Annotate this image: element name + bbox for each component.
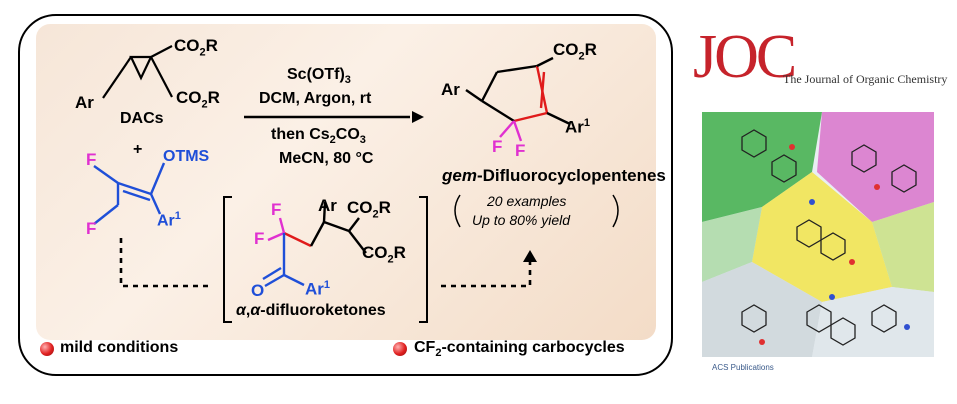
intermediate-f1: F	[271, 200, 282, 219]
dac-ar: Ar	[75, 93, 94, 112]
joc-logo: JOC	[693, 23, 797, 91]
product-structure	[465, 56, 571, 142]
intermediate-bracket	[223, 196, 428, 323]
journal-title: The Journal of Organic Chemistry	[783, 72, 948, 86]
intermediate-structure	[262, 201, 367, 288]
dac-label: DACs	[120, 110, 164, 127]
intermediate-name: α,α-difluoroketones	[236, 302, 386, 319]
condition-heat: MeCN, 80 °C	[279, 150, 374, 167]
condition-catalyst: Sc(OTf)3	[287, 66, 351, 87]
intermediate-ar1: Ar1	[305, 279, 331, 299]
alkene-ar1: Ar1	[157, 210, 181, 230]
alkene-structure	[93, 162, 166, 225]
intermediate-co2r-bottom: CO2R	[362, 243, 406, 266]
alkene-otms: OTMS	[163, 148, 210, 165]
connector-arrowhead	[523, 250, 537, 262]
journal-cover: JOC The Journal of Organic Chemistry	[690, 20, 948, 380]
product-ar: Ar	[441, 80, 460, 99]
bullet-carbocycles: CF2-containing carbocycles	[414, 339, 625, 360]
dashed-connector	[119, 238, 532, 288]
bullet-icon	[393, 342, 407, 356]
dac-co2r-bottom: CO2R	[176, 88, 220, 111]
dac-structure	[102, 45, 173, 99]
product-ar1: Ar1	[565, 117, 591, 137]
examples-parens	[454, 194, 619, 228]
condition-solvent: DCM, Argon, rt	[259, 90, 372, 107]
dac-co2r-top: CO2R	[174, 36, 218, 59]
bullet-icon	[40, 342, 54, 356]
cover-artwork-graphic	[702, 112, 934, 357]
intermediate-f2: F	[254, 229, 265, 248]
intermediate-co2r-top: CO2R	[347, 198, 391, 221]
product-f2: F	[515, 141, 526, 160]
product-f1: F	[492, 137, 503, 156]
alkene-f-top: F	[86, 150, 97, 169]
acs-publications-label: ACS Publications	[712, 363, 774, 372]
product-examples: 20 examples	[487, 193, 567, 209]
intermediate-o: O	[251, 281, 265, 300]
product-co2r: CO2R	[553, 40, 597, 63]
bullet-mild-conditions: mild conditions	[60, 339, 179, 356]
product-yield: Up to 80% yield	[472, 212, 571, 228]
cover-artwork	[702, 112, 934, 357]
intermediate-ar: Ar	[318, 196, 337, 215]
product-name: gem-Difluorocyclopentenes	[442, 166, 666, 185]
condition-base: then Cs2CO3	[271, 126, 366, 147]
plus-sign: +	[133, 141, 143, 158]
alkene-f-bottom: F	[86, 219, 97, 238]
reaction-arrow	[244, 111, 424, 123]
